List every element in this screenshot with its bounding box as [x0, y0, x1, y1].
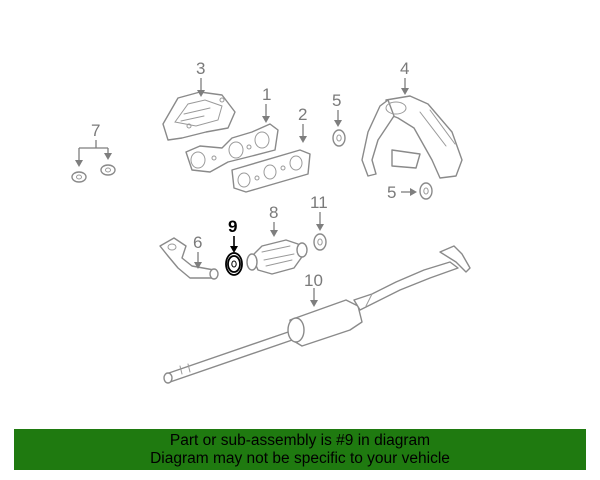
callout-4: 4 — [400, 59, 409, 78]
banner-line-2: Diagram may not be specific to your vehi… — [150, 450, 450, 467]
banner-line-1: Part or sub-assembly is #9 in diagram — [169, 432, 431, 449]
callout-1: 1 — [262, 85, 271, 104]
part-6-pipe-bracket — [159, 237, 219, 280]
part-1-exhaust-manifold — [185, 123, 279, 173]
callout-9: 9 — [228, 217, 237, 236]
callout-11: 11 — [310, 193, 328, 212]
highlight-ring — [225, 252, 243, 276]
part-10-muffler-assembly — [163, 245, 471, 384]
part-info-banner: Part or sub-assembly is #9 in diagram Di… — [14, 429, 586, 470]
callout-5-upper: 5 — [332, 91, 341, 110]
part-8-catalytic-converter — [246, 239, 308, 275]
part-2-manifold-gasket — [231, 149, 311, 193]
callout-8: 8 — [269, 203, 278, 222]
part-11-gasket — [313, 233, 327, 251]
part-7-gaskets — [71, 164, 116, 183]
callout-6: 6 — [193, 233, 202, 252]
callout-3: 3 — [196, 59, 205, 78]
part-3-heat-shield — [162, 91, 236, 141]
exhaust-parts-diagram: 1 2 3 4 5 5 6 7 8 9 10 11 — [71, 59, 471, 384]
callout-7: 7 — [91, 121, 100, 140]
callout-arrows — [75, 78, 417, 307]
part-4-crossover-pipe — [361, 95, 463, 179]
callout-10: 10 — [304, 271, 323, 290]
part-5-gasket-lower — [419, 182, 433, 200]
part-5-gasket-upper — [332, 129, 346, 147]
callout-2: 2 — [298, 105, 307, 124]
callout-5-lower: 5 — [387, 183, 396, 202]
part-9-gasket — [227, 255, 241, 273]
